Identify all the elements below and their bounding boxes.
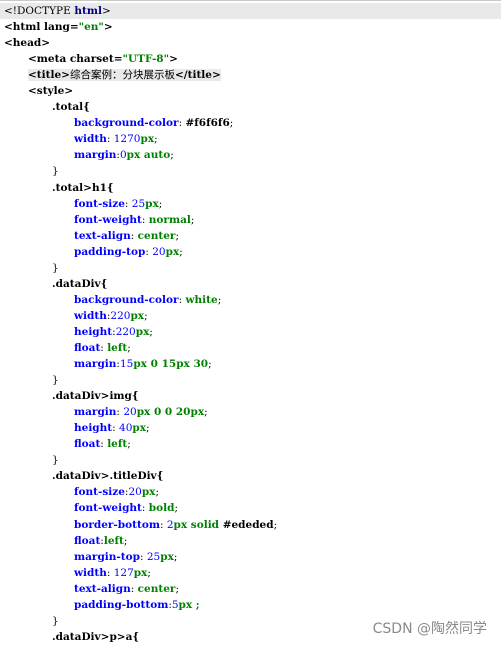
css-declaration: font-size:20px; xyxy=(74,486,159,499)
css-selector: .total>h1{ xyxy=(52,181,114,194)
css-declaration: margin:15px 0 15px 30; xyxy=(74,358,212,371)
css-selector: .dataDiv>p>a{ xyxy=(52,630,140,643)
css-declaration: padding-bottom:5px ; xyxy=(74,598,200,611)
css-declaration: font-weight: normal; xyxy=(74,213,195,226)
css-close-brace: } xyxy=(52,454,59,467)
watermark: CSDN @陶然同学 xyxy=(372,621,487,637)
css-selector: .dataDiv{ xyxy=(52,277,108,290)
css-declaration: width: 127px; xyxy=(74,566,151,579)
css-declaration: background-color: #f6f6f6; xyxy=(74,117,234,130)
css-selector: .total{ xyxy=(52,101,90,114)
css-declaration: margin:0px auto; xyxy=(74,149,174,162)
code-line-title: <title>综合案例：分块展示板</title> xyxy=(28,69,221,82)
code-line-doctype: <!DOCTYPE html> xyxy=(0,3,501,20)
top-border xyxy=(0,0,501,1)
css-declaration: text-align: center; xyxy=(74,229,179,242)
css-declaration: text-align: center; xyxy=(74,582,179,595)
css-close-brace: } xyxy=(52,374,59,387)
css-close-brace: } xyxy=(52,261,59,274)
css-declaration: font-size: 25px; xyxy=(74,197,163,210)
code-line-head: <head> xyxy=(4,37,51,50)
css-declaration: margin-top: 25px; xyxy=(74,550,178,563)
css-declaration: font-weight: bold; xyxy=(74,502,179,515)
code-line-style: <style> xyxy=(28,85,74,98)
css-declaration: width:220px; xyxy=(74,309,148,322)
code-listing: <!DOCTYPE html> <html lang="en"> <head> … xyxy=(0,3,501,645)
css-declaration: border-bottom: 2px solid #ededed; xyxy=(74,518,278,531)
css-close-brace: } xyxy=(52,165,59,178)
css-declaration: height: 40px; xyxy=(74,422,150,435)
css-declaration: float: left; xyxy=(74,438,131,451)
css-declaration: float:left; xyxy=(74,534,128,547)
css-close-brace: } xyxy=(52,614,59,627)
code-line-meta: <meta charset="UTF-8"> xyxy=(28,53,178,66)
css-selector: .dataDiv>.titleDiv{ xyxy=(52,470,164,483)
css-selector: .dataDiv>img{ xyxy=(52,390,139,403)
css-declaration: height:220px; xyxy=(74,325,153,338)
css-declaration: margin: 20px 0 0 20px; xyxy=(74,406,208,419)
css-declaration: width: 1270px; xyxy=(74,133,158,146)
css-declaration: float: left; xyxy=(74,341,131,354)
css-declaration: background-color: white; xyxy=(74,293,222,306)
css-declaration: padding-top: 20px; xyxy=(74,245,183,258)
code-line-html: <html lang="en"> xyxy=(4,21,113,34)
